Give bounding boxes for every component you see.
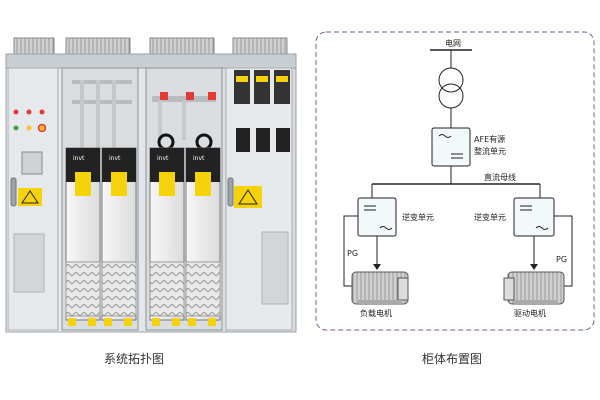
red-lamp-icon xyxy=(13,109,19,115)
keypad-icon xyxy=(256,128,270,152)
inverter-right-label: 逆变单元 xyxy=(474,212,506,222)
pg-left-label: PG xyxy=(347,249,358,258)
afe-rectifier-box xyxy=(431,127,471,167)
schematic-diagram: 电网 AFE有源 整流单元 直流母线 逆变单元 xyxy=(315,31,595,331)
afe-label-line2: 整流单元 xyxy=(474,146,506,156)
warning-icon xyxy=(234,186,262,208)
top-fan-grilles xyxy=(13,37,288,55)
keypad-icon xyxy=(276,128,290,152)
load-motor-label: 负载电机 xyxy=(360,308,392,318)
inverter-left-box xyxy=(357,197,397,237)
door-handle-icon xyxy=(10,177,17,207)
afe-label-line1: AFE有源 xyxy=(474,134,505,144)
load-motor-icon xyxy=(351,271,409,305)
door-handle-icon xyxy=(227,177,234,207)
drive-motor-icon xyxy=(503,271,565,305)
pg-right-label: PG xyxy=(556,255,567,264)
yellow-lamp-icon xyxy=(26,125,32,131)
red-lamp-icon xyxy=(39,109,45,115)
emergency-stop-icon xyxy=(37,123,47,133)
keypad-section xyxy=(225,67,293,331)
module-bay-b: invt invt xyxy=(145,67,223,331)
green-lamp-icon xyxy=(13,125,19,131)
keypad-icon xyxy=(236,128,250,152)
brand-logo: invt xyxy=(157,155,169,162)
red-lamp-icon xyxy=(26,109,32,115)
cabinet-illustration: invt invt invt xyxy=(5,37,297,333)
brand-logo: invt xyxy=(193,155,205,162)
dc-bus-label: 直流母线 xyxy=(484,172,516,182)
brand-logo: invt xyxy=(109,155,121,162)
grid-label: 电网 xyxy=(445,38,461,48)
brand-logo: invt xyxy=(73,155,85,162)
breaker-icon xyxy=(21,151,43,175)
module-bay-a: invt invt xyxy=(61,67,139,331)
inverter-left-label: 逆变单元 xyxy=(402,212,434,222)
drive-motor-label: 驱动电机 xyxy=(514,308,546,318)
caption-cabinet-layout: 柜体布置图 xyxy=(422,352,483,366)
caption-system-topology: 系统拓扑图 xyxy=(104,352,165,366)
warning-icon xyxy=(18,188,42,206)
diagram-frame xyxy=(315,31,595,331)
inverter-right-box xyxy=(513,197,555,237)
control-section xyxy=(7,67,59,331)
